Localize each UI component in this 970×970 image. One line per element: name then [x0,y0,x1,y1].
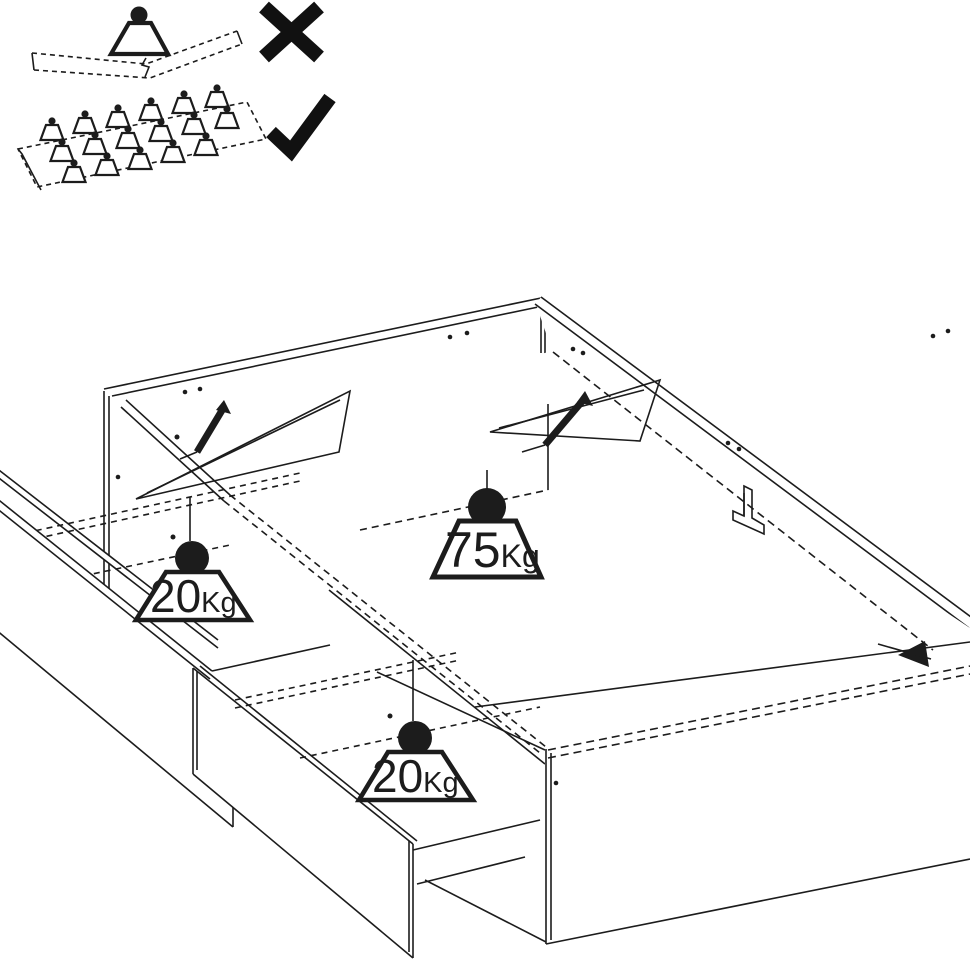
weight-75kg-icon: 75Kg [429,470,545,580]
front-drawer: 20Kg [192,651,541,959]
corner-bracket-dark-icon [877,641,932,667]
corner-brace-right-icon [489,378,662,453]
left-drawer: 20Kg [0,469,331,828]
l-bracket-icon [732,484,765,536]
flat-panel-outline [16,101,268,188]
flat-panel-left-cap [17,148,42,191]
bent-panel-back-edge [31,30,238,65]
load-label-bed: 75Kg [445,522,540,578]
bed-frame-diagram: 75Kg 20Kg [0,296,970,959]
distributed-weights-icons [39,83,240,184]
screw-holes [115,328,951,786]
bent-panel-front-edge [33,43,243,79]
weight-20kg-left-icon: 20Kg [131,497,255,623]
weight-20kg-front-icon: 20Kg [354,660,478,803]
front-panel [424,664,970,945]
load-label-front-drawer: 20Kg [372,750,459,802]
single-weight-icon [107,6,172,57]
corner-brace-left-icon [135,389,352,500]
check-mark-icon [266,93,336,162]
crack-icon [140,57,151,78]
load-label-left-drawer: 20Kg [150,570,237,622]
x-mark-icon [259,1,324,63]
bent-panel-end-caps [31,30,243,71]
correct-usage-diagram [16,83,336,191]
incorrect-usage-diagram [31,1,324,79]
